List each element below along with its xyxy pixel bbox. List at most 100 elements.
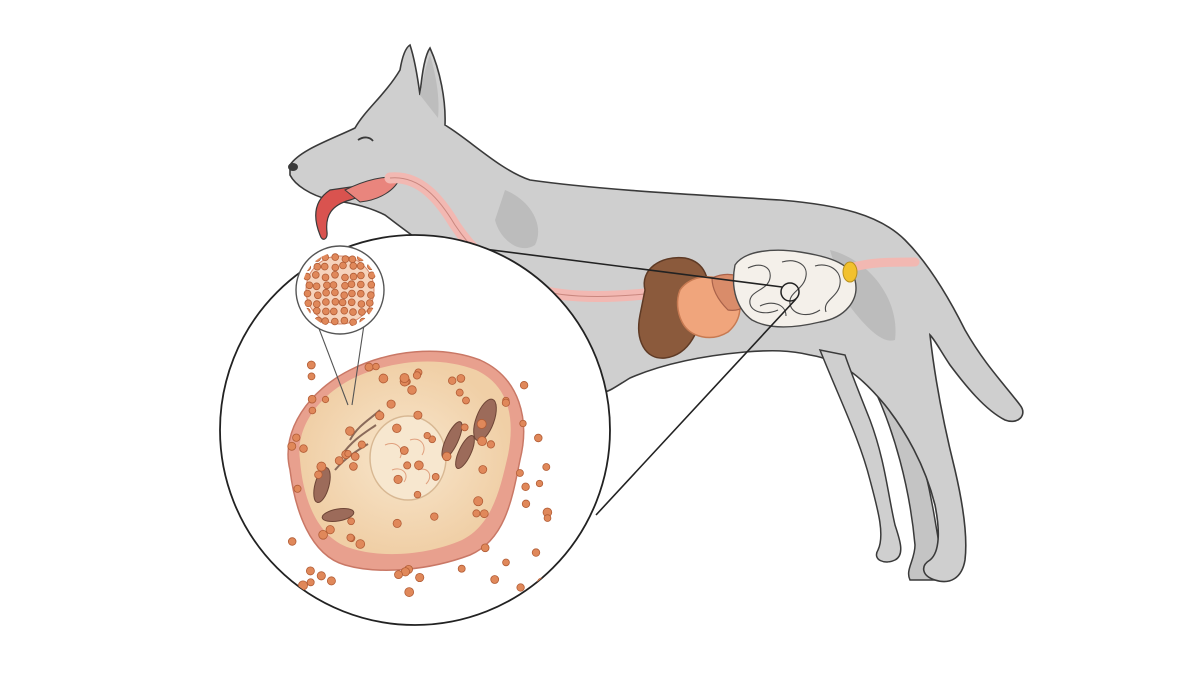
virus-particle bbox=[346, 533, 355, 542]
virus-particle bbox=[349, 318, 357, 327]
virus-particle bbox=[292, 433, 301, 442]
virus-particle bbox=[413, 490, 422, 499]
virus-particle bbox=[473, 496, 484, 507]
virus-particle bbox=[305, 281, 314, 290]
virus-particle bbox=[460, 423, 469, 432]
virus-particle bbox=[347, 517, 355, 526]
zoom-target-circle bbox=[780, 282, 800, 302]
virus-particle bbox=[457, 564, 466, 573]
virus-particle bbox=[486, 440, 495, 449]
virus-particle bbox=[490, 575, 500, 584]
virus-particle bbox=[480, 543, 490, 553]
inset-connector-right bbox=[351, 317, 366, 406]
virus-particle bbox=[515, 469, 524, 477]
virus-particle bbox=[392, 423, 402, 433]
virus-particle bbox=[462, 396, 470, 405]
virus-particle bbox=[331, 297, 340, 306]
dog-ear-inner bbox=[420, 55, 439, 118]
virus-particle bbox=[307, 372, 316, 381]
virus-particle bbox=[542, 463, 551, 471]
virus-particle bbox=[338, 298, 347, 307]
virus-particle bbox=[394, 570, 403, 579]
virus-particle bbox=[313, 262, 322, 271]
virus-particle bbox=[313, 291, 322, 300]
virus-particle bbox=[341, 281, 349, 290]
zoom-line-top bbox=[444, 243, 783, 288]
virus-particle bbox=[501, 398, 510, 407]
zoom-lines bbox=[444, 243, 800, 516]
virus-particle bbox=[312, 282, 321, 291]
virus-particle bbox=[535, 479, 544, 488]
virus-particle bbox=[375, 410, 385, 421]
virus-particle bbox=[348, 289, 356, 298]
virus-particle bbox=[365, 299, 374, 307]
virus-particle bbox=[355, 539, 366, 549]
virus-particle bbox=[287, 441, 297, 451]
virus-particle bbox=[339, 261, 347, 270]
virus-inset bbox=[295, 245, 385, 406]
virus-particle bbox=[331, 270, 339, 279]
virus-particle bbox=[399, 446, 409, 455]
virus-particle bbox=[448, 376, 457, 385]
virus-particle bbox=[323, 281, 331, 290]
inset-connector-left bbox=[314, 317, 349, 406]
virus-particle bbox=[312, 300, 321, 308]
virus-particle bbox=[349, 272, 358, 281]
small-intestine bbox=[732, 249, 857, 328]
virus-particle bbox=[399, 373, 410, 384]
virus-particle bbox=[341, 255, 350, 263]
virus-particle bbox=[430, 512, 439, 521]
virus-particle bbox=[349, 308, 357, 316]
virus-particle bbox=[423, 431, 431, 440]
virus-particle bbox=[334, 456, 344, 465]
virus-particle bbox=[330, 317, 339, 326]
virus-particle bbox=[304, 299, 313, 308]
virus-particle bbox=[325, 525, 335, 535]
virus-particle bbox=[347, 280, 356, 289]
virus-particle bbox=[428, 435, 437, 444]
nucleus bbox=[369, 415, 447, 501]
virus-particle bbox=[348, 255, 357, 264]
virus-particle bbox=[349, 462, 358, 471]
virus-particle bbox=[477, 436, 488, 447]
virus-particle bbox=[350, 452, 360, 461]
virus-particle bbox=[298, 580, 308, 591]
virus-particle bbox=[372, 362, 380, 371]
virus-particle bbox=[340, 291, 349, 300]
virus-particle bbox=[415, 572, 425, 583]
virus-particle bbox=[329, 307, 338, 316]
virus-particle bbox=[331, 288, 339, 297]
virus-particle bbox=[306, 578, 315, 587]
virus-particle bbox=[321, 395, 330, 404]
virus-particle bbox=[307, 394, 317, 404]
virus-particle bbox=[305, 566, 315, 576]
virus-particle bbox=[407, 385, 417, 395]
virus-particle bbox=[364, 362, 374, 372]
dog-eye bbox=[357, 136, 374, 142]
zoom-line-bottom bbox=[595, 298, 797, 516]
virus-particle bbox=[322, 288, 330, 297]
virus-particle bbox=[345, 426, 355, 436]
virus-particle bbox=[329, 281, 338, 289]
virus-particle bbox=[347, 298, 356, 307]
virus-particle bbox=[534, 433, 543, 443]
dog-shoulder-shade bbox=[495, 190, 539, 249]
virus-particle bbox=[320, 262, 329, 271]
virus-particle bbox=[287, 537, 297, 546]
virus-particle bbox=[392, 518, 402, 528]
virus-particle bbox=[357, 440, 366, 449]
virus-particle bbox=[502, 558, 510, 567]
virus-particle bbox=[431, 473, 440, 481]
virus-particle bbox=[521, 482, 530, 491]
virus-particle bbox=[303, 289, 312, 298]
virus-particle bbox=[367, 280, 376, 289]
virus-particle bbox=[403, 461, 412, 470]
virus-particle bbox=[340, 306, 349, 315]
virus-particle bbox=[393, 474, 403, 484]
virus-particle bbox=[519, 381, 529, 390]
virus-particle bbox=[331, 253, 340, 261]
gallbladder bbox=[842, 261, 858, 283]
virus-particle bbox=[318, 530, 328, 540]
virus-particle bbox=[321, 273, 330, 282]
